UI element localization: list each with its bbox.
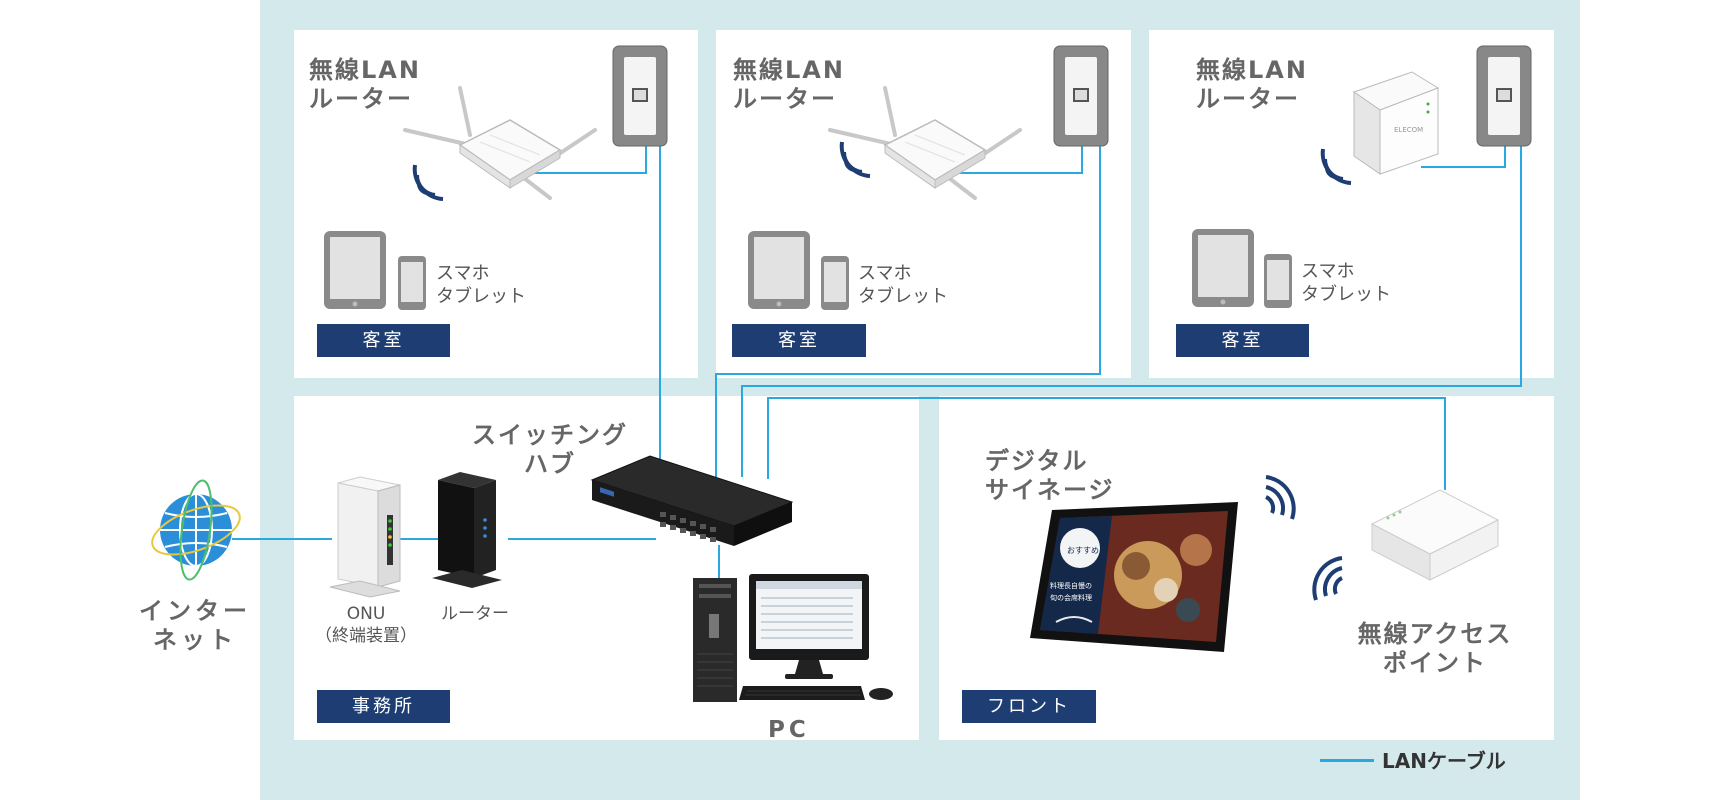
lan-wall-outlet-icon — [612, 45, 668, 147]
smartphone-icon — [398, 256, 426, 310]
svg-text:ELECOM: ELECOM — [1394, 126, 1423, 134]
desktop-pc-icon — [693, 574, 893, 702]
front-desk-label: フロント — [962, 690, 1096, 723]
office-room-label: 事務所 — [317, 690, 450, 723]
tablet-icon — [1192, 229, 1254, 307]
digital-signage-title: デジタル サイネージ — [985, 447, 1115, 504]
onu-label: ONU （終端装置） — [315, 604, 417, 646]
wireless-router-icon: ELECOM — [1352, 71, 1440, 175]
tablet-icon — [748, 231, 810, 309]
signage-screen-text-2: 料理長自慢の — [1050, 581, 1092, 590]
wireless-router-title-2: 無線LAN ルーター — [733, 56, 845, 113]
lan-cable-legend-label: LANケーブル — [1382, 749, 1506, 773]
wireless-router-icon — [403, 86, 597, 200]
guest-room-label-2: 客室 — [732, 324, 866, 357]
wireless-router-title-3: 無線LAN ルーター — [1196, 56, 1308, 113]
smartphone-tablet-caption-2: スマホ タブレット — [858, 263, 948, 307]
smartphone-icon — [1264, 254, 1292, 308]
wireless-access-point-title: 無線アクセス ポイント — [1357, 620, 1513, 677]
onu-device-icon — [329, 476, 401, 598]
wireless-router-icon — [828, 86, 1022, 200]
wifi-signal-icon — [839, 141, 871, 178]
tablet-icon — [324, 231, 386, 309]
smartphone-tablet-caption-3: スマホ タブレット — [1301, 261, 1391, 305]
guest-room-label-3: 客室 — [1176, 324, 1309, 357]
wifi-signal-icon — [1264, 475, 1296, 520]
signage-screen-text-1: おすすめ — [1067, 546, 1099, 555]
switching-hub-title: スイッチング ハブ — [472, 421, 628, 478]
switching-hub-icon — [590, 455, 794, 546]
router-device-icon — [432, 472, 502, 588]
pc-label: PC — [768, 717, 810, 743]
internet-label: インター ネット — [139, 597, 251, 654]
lan-cable-legend-line — [1320, 759, 1374, 762]
wireless-router-title-1: 無線LAN ルーター — [309, 56, 421, 113]
smartphone-icon — [821, 256, 849, 310]
router-label: ルーター — [441, 604, 509, 624]
guest-room-label-1: 客室 — [317, 324, 450, 357]
legend: LANケーブル — [1320, 742, 1560, 773]
lan-wall-outlet-icon — [1053, 45, 1109, 147]
signage-screen-text-3: 旬の会席料理 — [1050, 593, 1092, 602]
wireless-access-point-icon — [1370, 489, 1500, 581]
wifi-signal-icon — [1312, 556, 1344, 601]
smartphone-tablet-caption-1: スマホ タブレット — [436, 263, 526, 307]
globe-icon — [151, 479, 241, 581]
lan-wall-outlet-icon — [1476, 45, 1532, 147]
wifi-signal-icon — [412, 164, 444, 201]
digital-signage-display: おすすめ 料理長自慢の 旬の会席料理 — [1030, 502, 1238, 652]
wifi-signal-icon — [1320, 148, 1352, 185]
